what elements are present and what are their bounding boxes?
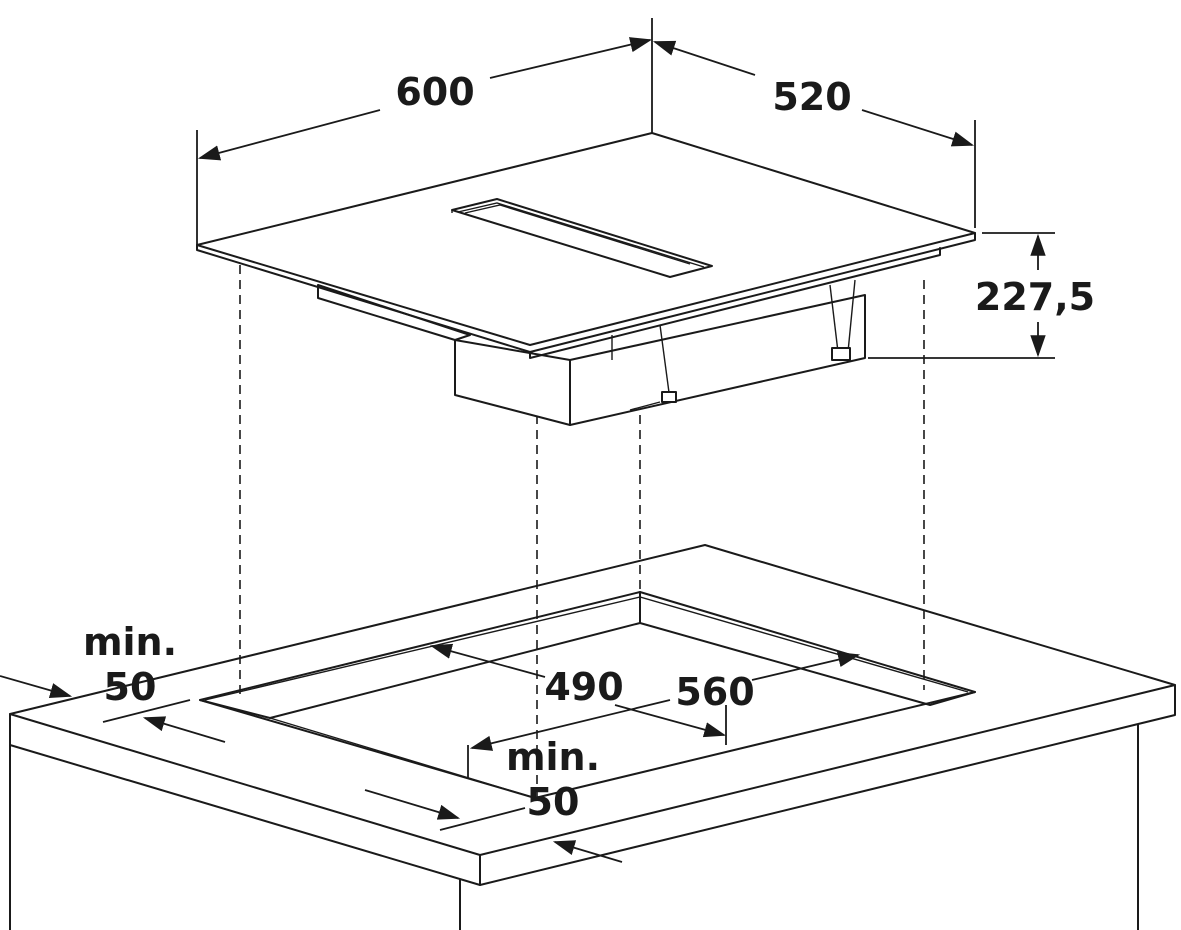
depth-label: 520 (772, 75, 851, 119)
extraction-vent (451, 198, 713, 278)
margin-front-line1: min. (506, 735, 600, 779)
dimension-margin-front: min. 50 (364, 735, 623, 863)
dimension-width: 600 (196, 18, 653, 245)
margin-left-line2: 50 (104, 665, 157, 709)
dimension-cutout-width: 560 (467, 652, 861, 778)
dimension-depth: 520 (652, 40, 976, 228)
margin-left-line1: min. (83, 620, 177, 664)
fixing-clips (611, 279, 856, 411)
height-label: 227,5 (975, 275, 1095, 319)
margin-front-line2: 50 (527, 780, 580, 824)
cutout-front-rim (269, 717, 536, 799)
width-label: 600 (395, 70, 474, 114)
dimension-cutout-depth: 490 (429, 643, 624, 709)
worktop (9, 544, 1176, 930)
dimension-margin-left: min. 50 (0, 620, 226, 743)
hob-frame (529, 247, 941, 359)
cutout-width-label: 560 (675, 670, 754, 714)
dimension-height: 227,5 (868, 232, 1095, 359)
hob-unit (196, 132, 976, 426)
cutout-depth-label: 490 (544, 665, 623, 709)
